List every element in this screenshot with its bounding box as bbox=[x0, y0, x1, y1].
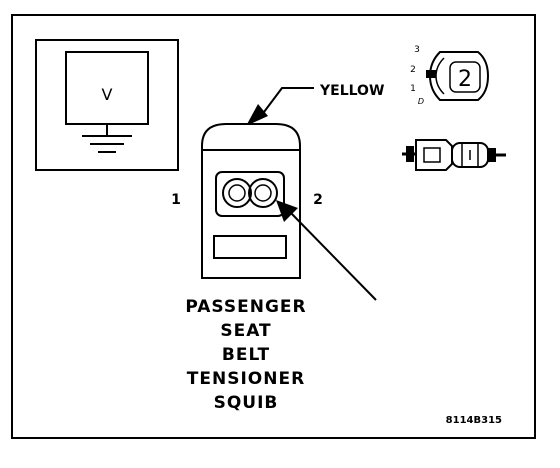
figure-id: 8114B315 bbox=[446, 415, 502, 426]
arrowhead-icon bbox=[246, 104, 268, 126]
ground-icon bbox=[82, 135, 132, 153]
caption-line-3: BELT bbox=[222, 345, 270, 365]
meter-housing bbox=[35, 39, 179, 171]
connector-latch bbox=[213, 235, 287, 259]
position-label: D bbox=[418, 97, 424, 106]
voltmeter-symbol: V bbox=[35, 39, 179, 171]
connector-id-digit: 2 bbox=[458, 67, 472, 92]
caption-line-4: TENSIONER bbox=[187, 369, 305, 389]
meter-symbol-label: V bbox=[102, 85, 113, 104]
arrowhead-icon bbox=[276, 200, 298, 222]
terminal-left bbox=[222, 178, 252, 208]
wire-color-label: YELLOW bbox=[319, 83, 384, 99]
position-label: 1 bbox=[410, 84, 416, 94]
pin-label-2: 2 bbox=[313, 192, 323, 208]
caption-line-5: SQUIB bbox=[214, 393, 279, 413]
position-label: 2 bbox=[410, 65, 416, 75]
connector-side-view-icon bbox=[402, 139, 506, 171]
position-label: 3 bbox=[414, 45, 420, 55]
caption-line-1: PASSENGER bbox=[185, 297, 306, 317]
component-caption: PASSENGER SEAT BELT TENSIONER SQUIB bbox=[185, 297, 306, 413]
terminal-right bbox=[248, 178, 278, 208]
terminal-cavity bbox=[215, 171, 285, 217]
connector-id-icon: 2 3 2 1 D bbox=[410, 45, 490, 106]
caption-line-2: SEAT bbox=[220, 321, 271, 341]
pin-label-1: 1 bbox=[171, 192, 181, 208]
yellow-wire-callout: YELLOW bbox=[246, 83, 384, 126]
squib-connector bbox=[201, 123, 301, 279]
terminal-pointer-arrow bbox=[276, 200, 377, 301]
